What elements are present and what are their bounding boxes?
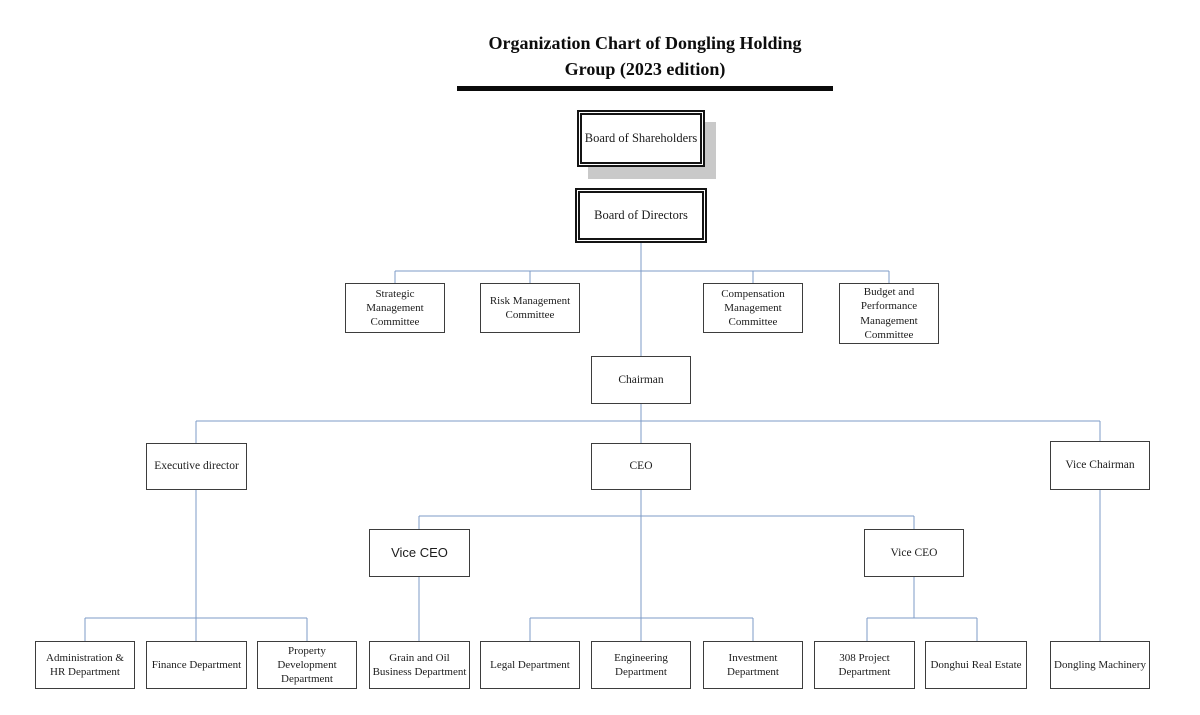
node-vice-ceo-left: Vice CEO [369,529,470,577]
node-finance-department: Finance Department [146,641,247,689]
node-risk-management-committee: Risk Management Committee [480,283,580,333]
node-investment-department: Investment Department [703,641,803,689]
connector-path [84,243,1101,641]
node-legal-department: Legal Department [480,641,580,689]
node-label: Engineering Department [614,651,668,678]
node-308-project-department: 308 Project Department [814,641,915,689]
node-compensation-management-committee: Compensation Management Committee [703,283,803,333]
node-board-of-directors: Board of Directors [575,188,707,243]
node-strategic-management-committee: Strategic Management Committee [345,283,445,333]
node-label: Chairman [618,373,664,386]
node-label: Investment Department [727,651,779,678]
node-label: Finance Department [151,658,242,671]
node-administration-hr-department: Administration & HR Department [35,641,135,689]
node-grain-and-oil-business-department: Grain and Oil Business Department [369,641,470,689]
node-label: Vice CEO [391,544,448,560]
chart-title-line1: Organization Chart of Dongling Holding [488,33,802,53]
node-executive-director: Executive director [146,443,247,490]
node-donghui-real-estate: Donghui Real Estate [925,641,1027,689]
node-label: Dongling Machinery [1054,658,1146,671]
node-label: Board of Directors [594,208,688,223]
node-label: Budget and Performance Management Commit… [860,285,918,341]
node-label: Donghui Real Estate [930,658,1022,671]
node-label: Vice Chairman [1065,459,1135,472]
node-label: Board of Shareholders [584,131,698,146]
node-ceo: CEO [591,443,691,490]
node-property-development-department: Property Development Department [257,641,357,689]
node-dongling-machinery: Dongling Machinery [1050,641,1150,689]
node-label: Risk Management Committee [489,294,571,321]
node-budget-performance-management-committee: Budget and Performance Management Commit… [839,283,939,344]
node-label: 308 Project Department [838,651,891,678]
node-label: Vice CEO [890,546,938,559]
node-board-of-shareholders: Board of Shareholders [577,110,705,167]
node-label: Legal Department [490,658,570,671]
chart-title-line2: Group (2023 edition) [564,59,726,79]
node-label: Strategic Management Committee [366,287,424,329]
node-chairman: Chairman [591,356,691,404]
node-vice-chairman: Vice Chairman [1050,441,1150,490]
node-engineering-department: Engineering Department [591,641,691,689]
node-label: Executive director [154,460,239,473]
node-label: Grain and Oil Business Department [372,651,467,678]
node-label: Administration & HR Department [46,651,124,678]
node-label: Property Development Department [277,644,337,686]
node-label: CEO [629,460,653,473]
chart-title: Organization Chart of Dongling Holding G… [395,30,895,91]
title-underline [457,86,833,91]
node-label: Compensation Management Committee [721,287,785,329]
node-vice-ceo-right: Vice CEO [864,529,964,577]
